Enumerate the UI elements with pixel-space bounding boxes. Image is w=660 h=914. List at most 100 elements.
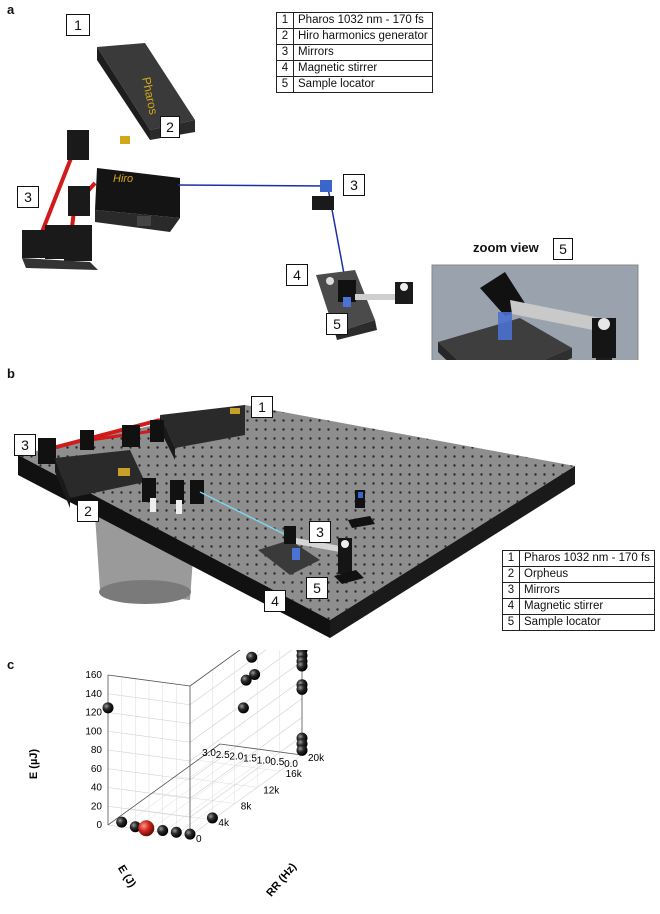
callout-3-a-left: 3: [17, 186, 39, 208]
data-point: [240, 674, 252, 686]
z-tick-label: 80: [91, 745, 103, 756]
panel-a-letter: a: [7, 2, 15, 17]
panel-c-letter: c: [7, 657, 15, 672]
y-axis-line: [219, 743, 303, 756]
zoom-view-number: 5: [553, 238, 573, 260]
grid-line: [189, 661, 303, 743]
grid-line: [148, 749, 262, 831]
legend-a-number: 3: [276, 44, 294, 61]
grid-line: [130, 808, 213, 821]
legend-a-label: Magnetic stirrer: [293, 60, 433, 77]
data-point: [296, 683, 308, 695]
mirror-mounts-a: [22, 130, 98, 270]
callout-1-a: 1: [66, 14, 90, 36]
data-point: [249, 668, 261, 680]
x-tick-label: 3.0: [202, 748, 216, 759]
grid-line: [121, 745, 234, 828]
y-tick-label: 4k: [218, 818, 230, 829]
pharos-laser-box: Pharos: [97, 43, 195, 144]
grid-line: [189, 698, 303, 780]
grid-line: [189, 754, 303, 837]
data-point: [184, 828, 196, 840]
panel-a-diagram: Pharos Hiro: [22, 43, 639, 360]
z-tick-label: 140: [85, 689, 102, 700]
callout-1-b: 1: [251, 396, 273, 418]
legend-b-label: Pharos 1032 nm - 170 fs: [519, 550, 655, 567]
callout-4-b: 4: [264, 590, 286, 612]
hiro-label: Hiro: [113, 173, 133, 185]
x-axis-label: E (J): [115, 863, 138, 890]
legend-b-label: Mirrors: [519, 582, 655, 599]
scatter-3d-chart: 0 20 40 60 80 100 120 140 160 0.00.51.01.52.02.53…: [28, 650, 325, 899]
panel-b-letter: b: [7, 366, 15, 381]
legend-a-label: Mirrors: [293, 44, 433, 61]
z-tick-label: 40: [91, 783, 103, 794]
stirrer-plate-a: [316, 270, 413, 340]
data-point: [102, 702, 114, 714]
y-tick-label: 20k: [308, 753, 325, 764]
x-axis-line: [107, 743, 221, 826]
x-tick-label: 1.5: [243, 754, 257, 765]
x-tick-label: 2.0: [229, 752, 243, 763]
data-point: [170, 826, 182, 838]
callout-2-b: 2: [77, 500, 99, 522]
legend-b-number: 3: [502, 582, 520, 599]
legend-a-label: Sample locator: [293, 76, 433, 93]
y-tick-label: 8k: [241, 802, 253, 813]
legend-a-label: Hiro harmonics generator: [293, 28, 433, 45]
grid-line: [162, 751, 275, 833]
x-tick-label: 0.5: [270, 757, 284, 768]
z-tick-label: 60: [91, 764, 103, 775]
legend-b-label: Magnetic stirrer: [519, 598, 655, 615]
legend-b-number: 4: [502, 598, 520, 615]
data-point: [246, 651, 258, 663]
grid-line: [135, 747, 248, 829]
mirror-mount-right: [312, 180, 334, 210]
z-tick-label: 120: [85, 708, 102, 719]
y-tick-label: 0: [196, 834, 202, 845]
z-tick-label: 100: [85, 726, 102, 737]
x-tick-label: 0.0: [284, 759, 298, 770]
legend-b-number: 2: [502, 566, 520, 583]
highlight-point: [138, 820, 155, 837]
data-point: [296, 744, 308, 756]
callout-5-a: 5: [326, 313, 348, 335]
callout-3-b-left: 3: [14, 434, 36, 456]
grid-line: [175, 776, 258, 788]
frame-edge: [189, 650, 241, 687]
y-tick-label: 12k: [263, 785, 280, 796]
legend-b-number: 1: [502, 550, 520, 567]
data-point: [157, 824, 169, 836]
grid-line: [189, 717, 303, 799]
grid-line: [189, 736, 303, 818]
data-point: [206, 812, 218, 824]
grid-line: [189, 679, 303, 762]
legend-a-number: 4: [276, 60, 294, 77]
callout-3-b-right: 3: [309, 521, 331, 543]
hiro-box: Hiro: [95, 168, 180, 232]
z-tick-label: 160: [85, 670, 102, 681]
callout-4-a: 4: [286, 264, 308, 286]
z-tick-label: 20: [91, 801, 103, 812]
legend-b-number: 5: [502, 614, 520, 631]
y-tick-label: 16k: [286, 769, 303, 780]
legend-b-label: Sample locator: [519, 614, 655, 631]
x-tick-label: 1.0: [257, 755, 271, 766]
y-axis-label: RR (Hz): [264, 861, 299, 899]
legend-a-number: 5: [276, 76, 294, 93]
callout-2-a: 2: [160, 116, 180, 138]
x-tick-label: 2.5: [216, 750, 230, 761]
grid-line: [189, 650, 267, 705]
grid-line: [176, 752, 289, 835]
